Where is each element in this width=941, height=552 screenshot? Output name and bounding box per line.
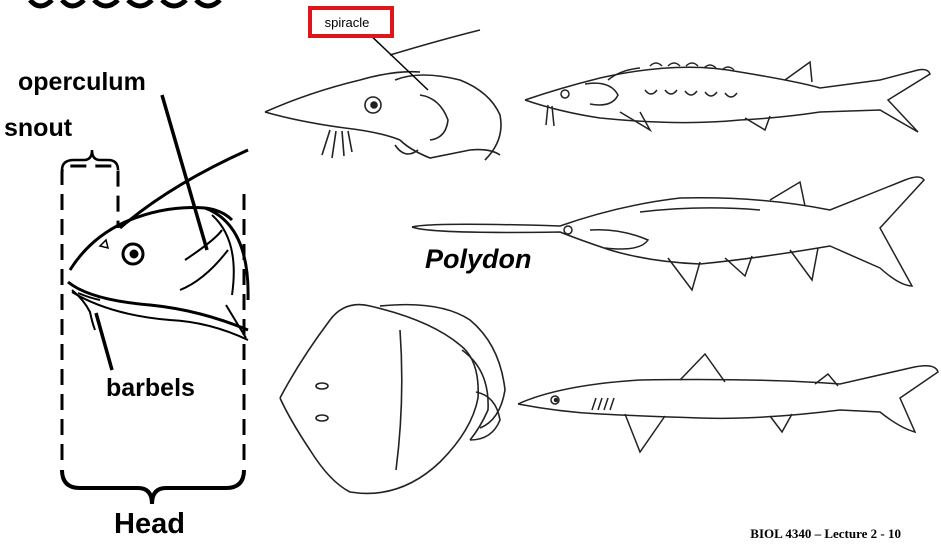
head-label: Head (114, 510, 185, 539)
head-brace (62, 470, 244, 504)
spiracle-leader-line (365, 30, 428, 90)
sturgeon-head-drawing (265, 30, 501, 160)
spiracle-label: spiracle (325, 15, 370, 30)
catfish-head-drawing (68, 150, 248, 340)
operculum-label: operculum (18, 70, 146, 95)
barbels-label: barbels (106, 376, 195, 401)
shark-drawing (518, 354, 938, 452)
slide-footer: BIOL 4340 – Lecture 2 - 10 (750, 526, 901, 542)
polydon-label: Polydon (425, 246, 532, 273)
barbels-leader-line (96, 313, 112, 370)
ray-drawing (280, 305, 505, 494)
spiracle-highlight-box: spiracle (308, 6, 394, 38)
snout-label: snout (4, 116, 72, 141)
sturgeon-full-drawing (525, 62, 930, 132)
cropped-title-fragment (30, 0, 220, 6)
